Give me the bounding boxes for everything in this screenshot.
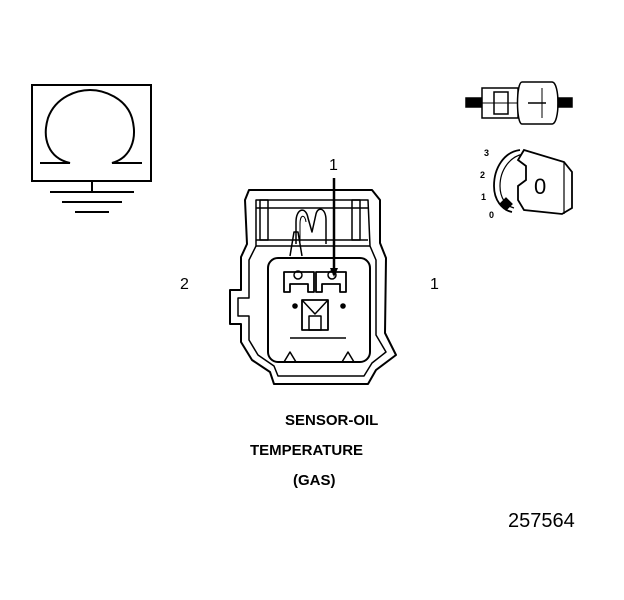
dial-position-label: 1: [481, 192, 487, 202]
caption-line-3: (GAS): [293, 472, 336, 489]
dial-cap-letter: 0: [534, 174, 547, 199]
terminal-view-icon: [465, 81, 573, 125]
caption-line-2: TEMPERATURE: [250, 442, 364, 459]
pin-callout-arrowhead: [330, 268, 338, 277]
caption-line-1: SENSOR-OIL: [285, 412, 379, 429]
omega-ground-symbol-icon: [31, 84, 152, 213]
pin-label-right: 1: [430, 276, 439, 293]
pin-callout-label: 1: [329, 157, 338, 174]
pin-label-left: 2: [180, 276, 189, 293]
dial-position-label: 3: [484, 148, 490, 158]
figure-number: 257564: [508, 510, 575, 532]
dial-position-label: 2: [480, 170, 486, 180]
dial-position-label: 0: [489, 210, 495, 220]
connector-body: [229, 189, 397, 385]
cavity-position-dial-icon: [493, 148, 573, 215]
